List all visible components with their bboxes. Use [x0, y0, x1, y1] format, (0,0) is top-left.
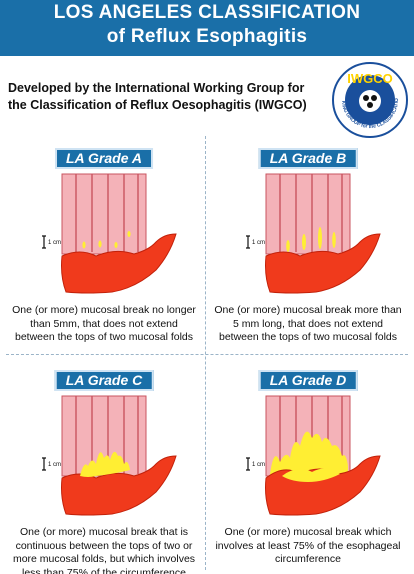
- grade-b-label: LA Grade B: [258, 148, 358, 169]
- grid-divider-vertical: [205, 136, 206, 570]
- grade-c-illustration: 1 cm: [42, 395, 177, 516]
- logo-acronym: IWGCO: [347, 71, 393, 86]
- grid-divider-horizontal: [6, 354, 408, 355]
- grade-a-illustration: 1 cm: [42, 173, 177, 294]
- scale-bar-label: 1 cm: [48, 240, 61, 246]
- scale-bar-label: 1 cm: [252, 462, 265, 468]
- panel-grade-d: LA Grade D 1 cm One (or more) mucosal br…: [208, 358, 408, 572]
- panel-grade-b: LA Grade B 1 cm One (or more) mucosal br…: [208, 136, 408, 350]
- title-line-2: of Reflux Esophagitis: [106, 26, 308, 47]
- title-banner: LOS ANGELES CLASSIFICATION of Reflux Eso…: [0, 0, 414, 56]
- grade-d-label: LA Grade D: [258, 370, 358, 391]
- intro-text: Developed by the International Working G…: [8, 80, 308, 114]
- grade-b-description: One (or more) mucosal break more than 5 …: [214, 304, 402, 343]
- iwgco-logo: IWGCO INTERNATIONAL WORKING GROUP for th…: [330, 60, 408, 138]
- grade-c-description: One (or more) mucosal break that is cont…: [12, 526, 196, 574]
- panel-grade-a: LA Grade A 1 cm One (or more) mucosal br…: [4, 136, 204, 350]
- grade-a-label: LA Grade A: [55, 148, 153, 169]
- intro-line-2: the Classification of Reflux Oesophagiti…: [8, 98, 307, 112]
- intro-line-1: Developed by the International Working G…: [8, 81, 305, 95]
- grade-b-illustration: 1 cm: [246, 173, 381, 294]
- scale-bar-label: 1 cm: [252, 240, 265, 246]
- grade-c-label: LA Grade C: [54, 370, 154, 391]
- grade-a-description: One (or more) mucosal break no longer th…: [12, 304, 196, 343]
- title-line-1: LOS ANGELES CLASSIFICATION: [53, 2, 361, 23]
- grade-d-description: One (or more) mucosal break which involv…: [215, 526, 401, 565]
- scale-bar-label: 1 cm: [48, 462, 61, 468]
- grade-d-illustration: 1 cm: [246, 395, 381, 516]
- panel-grade-c: LA Grade C 1 cm One (or more) mucosal br…: [4, 358, 204, 574]
